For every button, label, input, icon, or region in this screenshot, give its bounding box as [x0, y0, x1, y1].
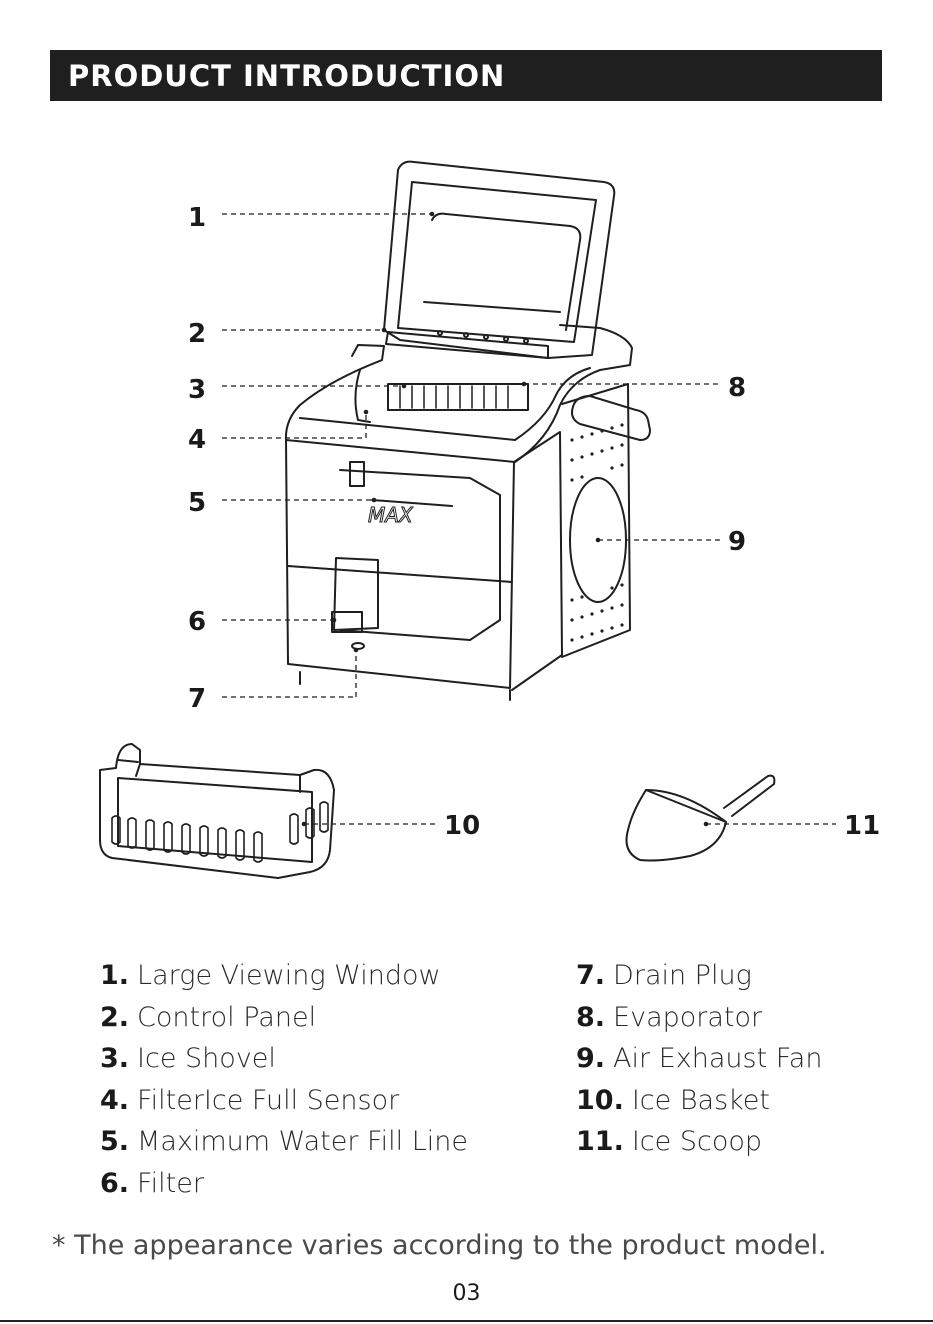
legend-item-label: Filter [137, 1168, 204, 1199]
legend-item: 4. FilterIce Full Sensor [100, 1083, 468, 1125]
legend-item-number: 2. [100, 1002, 129, 1033]
legend-item: 3. Ice Shovel [100, 1041, 468, 1083]
legend-item-label: Ice Scoop [632, 1126, 762, 1157]
legend-item: 2. Control Panel [100, 1000, 468, 1042]
legend-item: 11. Ice Scoop [576, 1124, 822, 1166]
legend-item-number: 6. [100, 1168, 129, 1199]
legend-item-number: 10. [576, 1085, 624, 1116]
parts-legend-left: 1. Large Viewing Window 2. Control Panel 3… [100, 958, 468, 1208]
legend-item-number: 1. [100, 960, 129, 991]
legend-item-number: 4. [100, 1085, 129, 1116]
callout-dots [302, 212, 709, 827]
ice-basket-illustration [100, 744, 334, 878]
legend-item-label: Large Viewing Window [137, 960, 441, 991]
legend-item-label: Ice Basket [632, 1085, 770, 1116]
max-fill-label: MAX [368, 503, 414, 527]
callout-10: 10 [444, 811, 480, 841]
legend-item-label: FilterIce Full Sensor [137, 1085, 399, 1116]
legend-item: 9. Air Exhaust Fan [576, 1041, 822, 1083]
vent-grille [570, 423, 623, 641]
ice-maker-illustration [286, 162, 650, 700]
legend-item: 1. Large Viewing Window [100, 958, 468, 1000]
legend-item-label: Evaporator [613, 1002, 762, 1033]
callout-5: 5 [188, 488, 206, 518]
ice-scoop-illustration [627, 776, 775, 861]
legend-item-number: 9. [576, 1043, 605, 1074]
legend-item-label: Control Panel [137, 1002, 316, 1033]
callout-6: 6 [188, 607, 206, 637]
legend-item-label: Drain Plug [613, 960, 752, 991]
parts-legend-right: 7. Drain Plug 8. Evaporator 9. Air Exhaust … [576, 958, 822, 1166]
legend-item: 7. Drain Plug [576, 958, 822, 1000]
callout-8: 8 [728, 373, 746, 403]
legend-item-label: Maximum Water Fill Line [137, 1126, 468, 1157]
callout-3: 3 [188, 375, 206, 405]
legend-item: 8. Evaporator [576, 1000, 822, 1042]
callout-2: 2 [188, 319, 206, 349]
callout-7: 7 [188, 684, 206, 714]
legend-item: 5. Maximum Water Fill Line [100, 1124, 468, 1166]
bottom-divider [0, 1320, 933, 1322]
legend-item-number: 11. [576, 1126, 624, 1157]
appearance-footnote: * The appearance varies according to the… [52, 1230, 827, 1261]
legend-item-number: 7. [576, 960, 605, 991]
legend-item: 10. Ice Basket [576, 1083, 822, 1125]
legend-item-number: 5. [100, 1126, 129, 1157]
legend-item-label: Ice Shovel [137, 1043, 276, 1074]
callout-1: 1 [188, 203, 206, 233]
callout-4: 4 [188, 425, 206, 455]
callout-9: 9 [728, 527, 746, 557]
product-diagram: MAX 1 2 3 4 5 6 7 8 9 10 11 [0, 0, 933, 940]
callout-lines [222, 214, 836, 824]
callout-11: 11 [844, 811, 880, 841]
legend-item: 6. Filter [100, 1166, 468, 1208]
legend-item-number: 3. [100, 1043, 129, 1074]
page-number: 03 [0, 1281, 933, 1306]
legend-item-label: Air Exhaust Fan [613, 1043, 822, 1074]
legend-item-number: 8. [576, 1002, 605, 1033]
